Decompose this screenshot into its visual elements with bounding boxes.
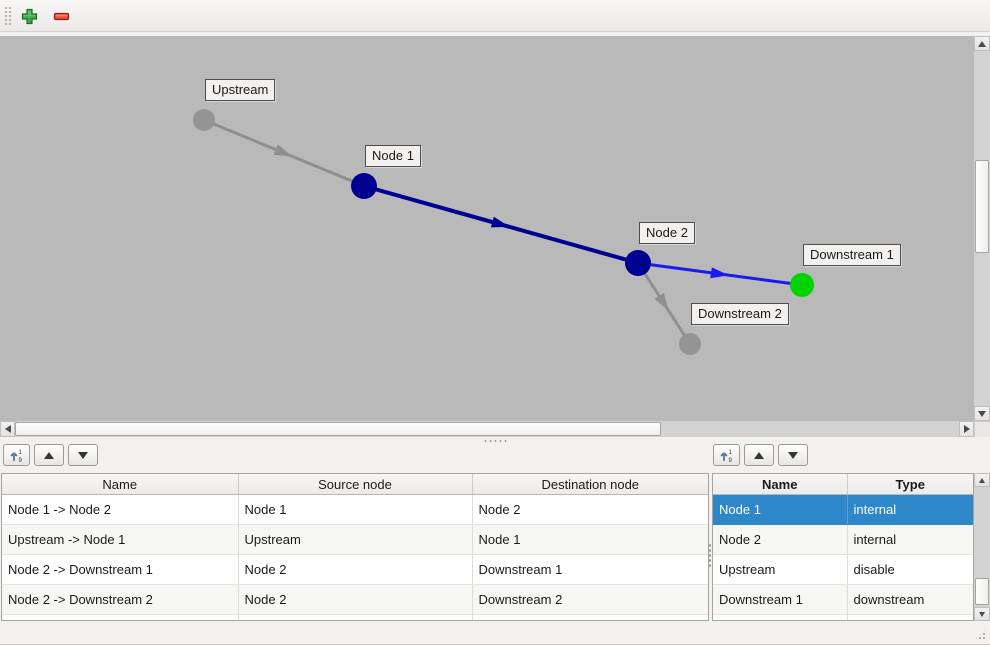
svg-text:1: 1 xyxy=(19,450,23,456)
scroll-up-button[interactable] xyxy=(974,36,990,51)
main-toolbar xyxy=(0,0,990,32)
canvas-hscroll-thumb[interactable] xyxy=(15,422,661,436)
down-triangle-icon xyxy=(78,451,88,459)
column-header[interactable]: Destination node xyxy=(472,474,708,495)
node-label[interactable]: Downstream 2 xyxy=(691,303,789,325)
table-cell: Upstream xyxy=(238,524,473,555)
node-label[interactable]: Node 2 xyxy=(639,222,695,244)
table-cell: Node 2 xyxy=(713,524,848,555)
column-header[interactable]: Source node xyxy=(238,474,473,495)
edge-arrow-icon xyxy=(710,267,729,279)
table-cell: downstream xyxy=(847,584,973,615)
node-label[interactable]: Node 1 xyxy=(365,145,421,167)
column-header[interactable]: Name xyxy=(713,474,848,495)
nodes-move-down-button[interactable] xyxy=(778,444,808,466)
table-cell: Node 2 xyxy=(238,554,473,585)
table-cell: internal xyxy=(847,494,973,525)
up-triangle-icon xyxy=(754,451,764,459)
column-header[interactable]: Name xyxy=(2,474,239,495)
table-cell: Node 2 -> Downstream 1 xyxy=(2,554,239,585)
empty-row xyxy=(2,614,708,620)
left-arrow-icon xyxy=(4,425,11,433)
table-cell: Node 2 -> Downstream 2 xyxy=(2,584,239,615)
add-node-button[interactable] xyxy=(18,5,40,27)
table-cell: Node 2 xyxy=(472,494,708,525)
graph-node[interactable] xyxy=(351,173,377,199)
remove-node-button[interactable] xyxy=(50,5,72,27)
horizontal-pane-splitter[interactable] xyxy=(0,437,990,444)
scroll-down-button[interactable] xyxy=(974,406,990,421)
empty-row xyxy=(713,614,973,620)
down-arrow-icon xyxy=(979,611,985,617)
table-cell: Node 1 -> Node 2 xyxy=(2,494,239,525)
table-cell: Node 1 xyxy=(713,494,848,525)
scrollbar-corner xyxy=(974,421,990,437)
down-triangle-icon xyxy=(788,451,798,459)
table-cell: Downstream 2 xyxy=(472,584,708,615)
edge-arrow-icon xyxy=(654,293,669,312)
svg-text:1: 1 xyxy=(729,450,733,456)
table-cell: disable xyxy=(847,554,973,585)
scroll-left-button[interactable] xyxy=(0,421,15,437)
up-arrow-icon xyxy=(978,40,986,47)
up-arrow-icon xyxy=(979,477,985,483)
canvas-vertical-scrollbar[interactable] xyxy=(974,36,990,421)
table-cell: internal xyxy=(847,524,973,555)
edges-move-down-button[interactable] xyxy=(68,444,98,466)
nodes-table-scrollbar[interactable] xyxy=(974,473,990,621)
up-triangle-icon xyxy=(44,451,54,459)
table-cell: Node 1 xyxy=(238,494,473,525)
edge-arrow-icon xyxy=(490,216,510,228)
node-label[interactable]: Upstream xyxy=(205,79,276,101)
graph-svg xyxy=(193,109,814,355)
table-cell: Downstream 1 xyxy=(472,554,708,585)
graph-node[interactable] xyxy=(790,273,814,297)
svg-text:9: 9 xyxy=(19,458,23,463)
table-cell: Upstream -> Node 1 xyxy=(2,524,239,555)
table-cell: Downstream 1 xyxy=(713,584,848,615)
sort-ascending-icon: 1 9 xyxy=(10,450,23,463)
down-arrow-icon xyxy=(978,410,986,417)
edges-move-up-button[interactable] xyxy=(34,444,64,466)
node-label[interactable]: Downstream 1 xyxy=(803,244,901,266)
sort-ascending-icon: 1 9 xyxy=(720,450,733,463)
graph-node[interactable] xyxy=(625,250,651,276)
column-header[interactable]: Type xyxy=(847,474,973,495)
graph-node[interactable] xyxy=(679,333,701,355)
splitter-grip-icon xyxy=(483,439,508,443)
table-cell: Node 2 xyxy=(238,584,473,615)
table-cell: Upstream xyxy=(713,554,848,585)
remove-minus-icon xyxy=(53,12,69,20)
add-plus-icon xyxy=(21,8,37,24)
graph-node[interactable] xyxy=(193,109,215,131)
nodes-move-up-button[interactable] xyxy=(744,444,774,466)
scroll-up-button[interactable] xyxy=(974,473,990,487)
svg-text:9: 9 xyxy=(729,458,733,463)
table-cell: Node 1 xyxy=(472,524,708,555)
scroll-right-button[interactable] xyxy=(959,421,974,437)
window-resize-grip[interactable] xyxy=(974,628,987,641)
canvas-horizontal-scrollbar[interactable] xyxy=(0,421,974,437)
edges-sort-button[interactable]: 1 9 xyxy=(3,444,30,466)
vertical-pane-splitter[interactable] xyxy=(709,443,712,625)
nodes-vscroll-thumb[interactable] xyxy=(975,578,989,605)
right-arrow-icon xyxy=(963,425,970,433)
edge-arrow-icon xyxy=(273,144,293,157)
nodes-sort-button[interactable]: 1 9 xyxy=(713,444,740,466)
vertical-splitter-grip-icon xyxy=(708,543,712,567)
canvas-vscroll-thumb[interactable] xyxy=(975,160,989,253)
toolbar-drag-handle[interactable] xyxy=(4,6,11,26)
scroll-down-button[interactable] xyxy=(974,607,990,621)
